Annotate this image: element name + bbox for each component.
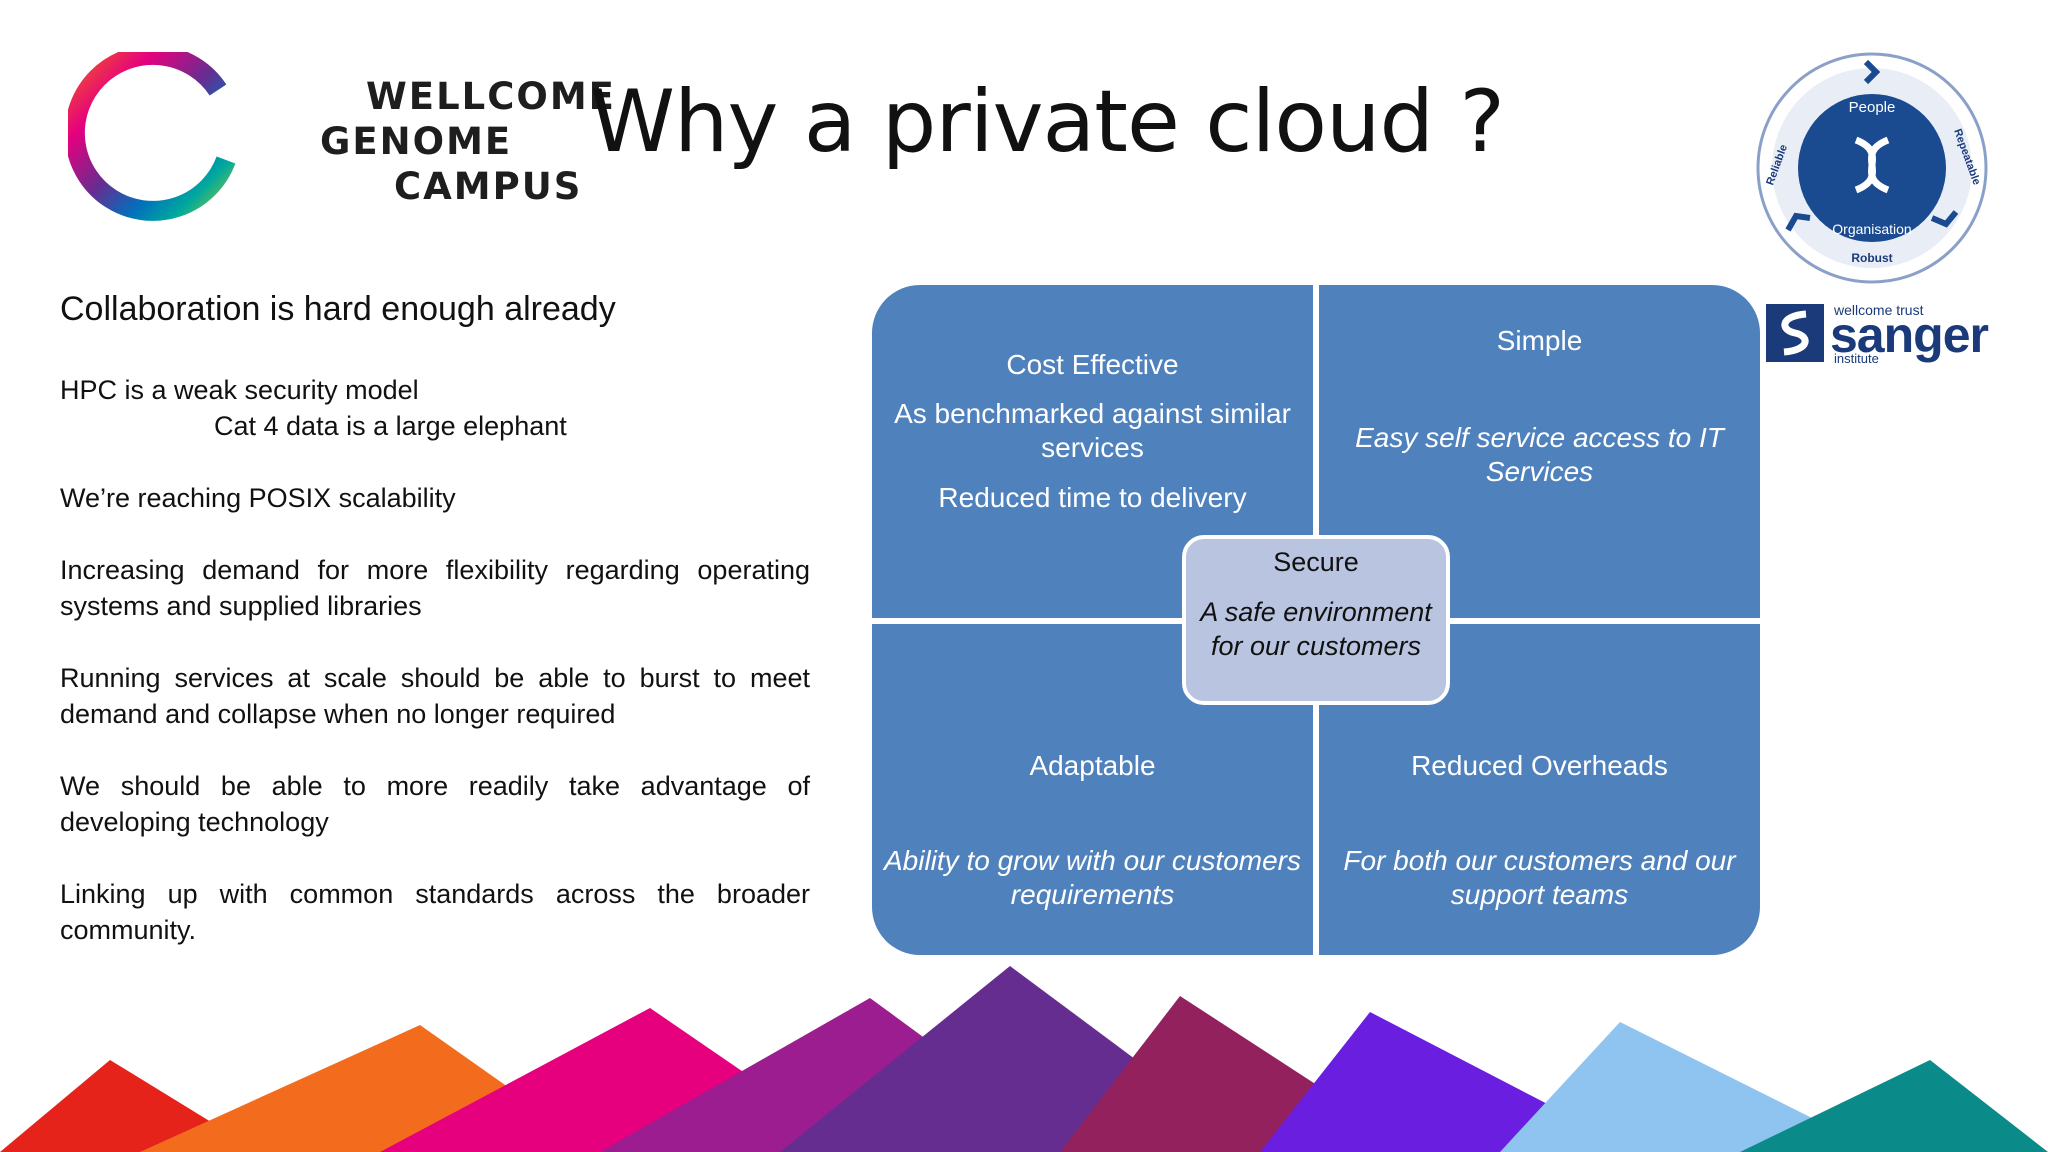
intro-heading: Collaboration is hard enough already [60, 290, 616, 328]
quadrant-body: Ability to grow with our customers requi… [883, 845, 1302, 910]
quadrant-body: As benchmarked against similar services [894, 398, 1291, 463]
chevron-right-icon [1863, 59, 1881, 85]
mountain-footer-graphic [0, 966, 2048, 1152]
reason-item: We should be able to more readily take a… [60, 771, 810, 837]
sanger-institute-logo: wellcome trust sanger institute [1766, 300, 1989, 370]
reason-item: HPC is a weak security model Cat 4 data … [60, 372, 810, 444]
quadrant-body: Easy self service access to IT Services [1355, 422, 1724, 487]
benefits-quadrant-diagram: Cost Effective As benchmarked against si… [872, 285, 1760, 955]
sanger-wordmark-bottom: institute [1834, 351, 1879, 366]
badge-label: Robust [1851, 251, 1892, 265]
secure-body: A safe environment for our customers [1200, 597, 1432, 661]
center-secure-box: Secure A safe environment for our custom… [1182, 535, 1450, 705]
campus-wordmark-line: GENOME [320, 120, 513, 163]
reason-item: We’re reaching POSIX scalability [60, 483, 456, 513]
campus-wordmark-line: CAMPUS [394, 165, 583, 208]
quadrant-title: Simple [1496, 325, 1583, 356]
campus-ring-icon [68, 52, 236, 221]
dna-helix-icon [1854, 136, 1890, 194]
quadrant-body: For both our customers and our support t… [1343, 845, 1736, 910]
sanger-wordmark-main: sanger [1830, 307, 1989, 363]
badge-label: People [1849, 99, 1896, 116]
sanger-values-badge: People Organisation Robust Reliable Repe… [1756, 52, 1988, 284]
reasons-list: HPC is a weak security model Cat 4 data … [60, 372, 810, 984]
sanger-wordmark-top: wellcome trust [1834, 302, 1924, 318]
quadrant-title: Adaptable [1029, 750, 1156, 781]
reason-text: HPC is a weak security model [60, 375, 419, 405]
sanger-s-icon [1766, 304, 1824, 362]
wellcome-genome-campus-logo: WELLCOME GENOME CAMPUS [68, 52, 614, 232]
reason-item: Increasing demand for more flexibility r… [60, 555, 810, 621]
reason-item: Running services at scale should be able… [60, 663, 810, 729]
quadrant-body: Reduced time to delivery [938, 482, 1247, 513]
quadrant-title: Cost Effective [1006, 349, 1179, 380]
campus-wordmark: WELLCOME GENOME CAMPUS [238, 74, 616, 209]
campus-wordmark-line: WELLCOME [366, 75, 616, 118]
quadrant-title: Reduced Overheads [1411, 750, 1668, 781]
secure-title: Secure [1273, 547, 1359, 577]
reason-item: Linking up with common standards across … [60, 879, 810, 945]
page-title: Why a private cloud ? [590, 72, 1505, 172]
chevron-right-icon [1930, 210, 1959, 228]
chevron-right-icon [1785, 212, 1811, 232]
badge-label: Organisation [1832, 221, 1911, 237]
reason-subtext: Cat 4 data is a large elephant [214, 411, 567, 441]
